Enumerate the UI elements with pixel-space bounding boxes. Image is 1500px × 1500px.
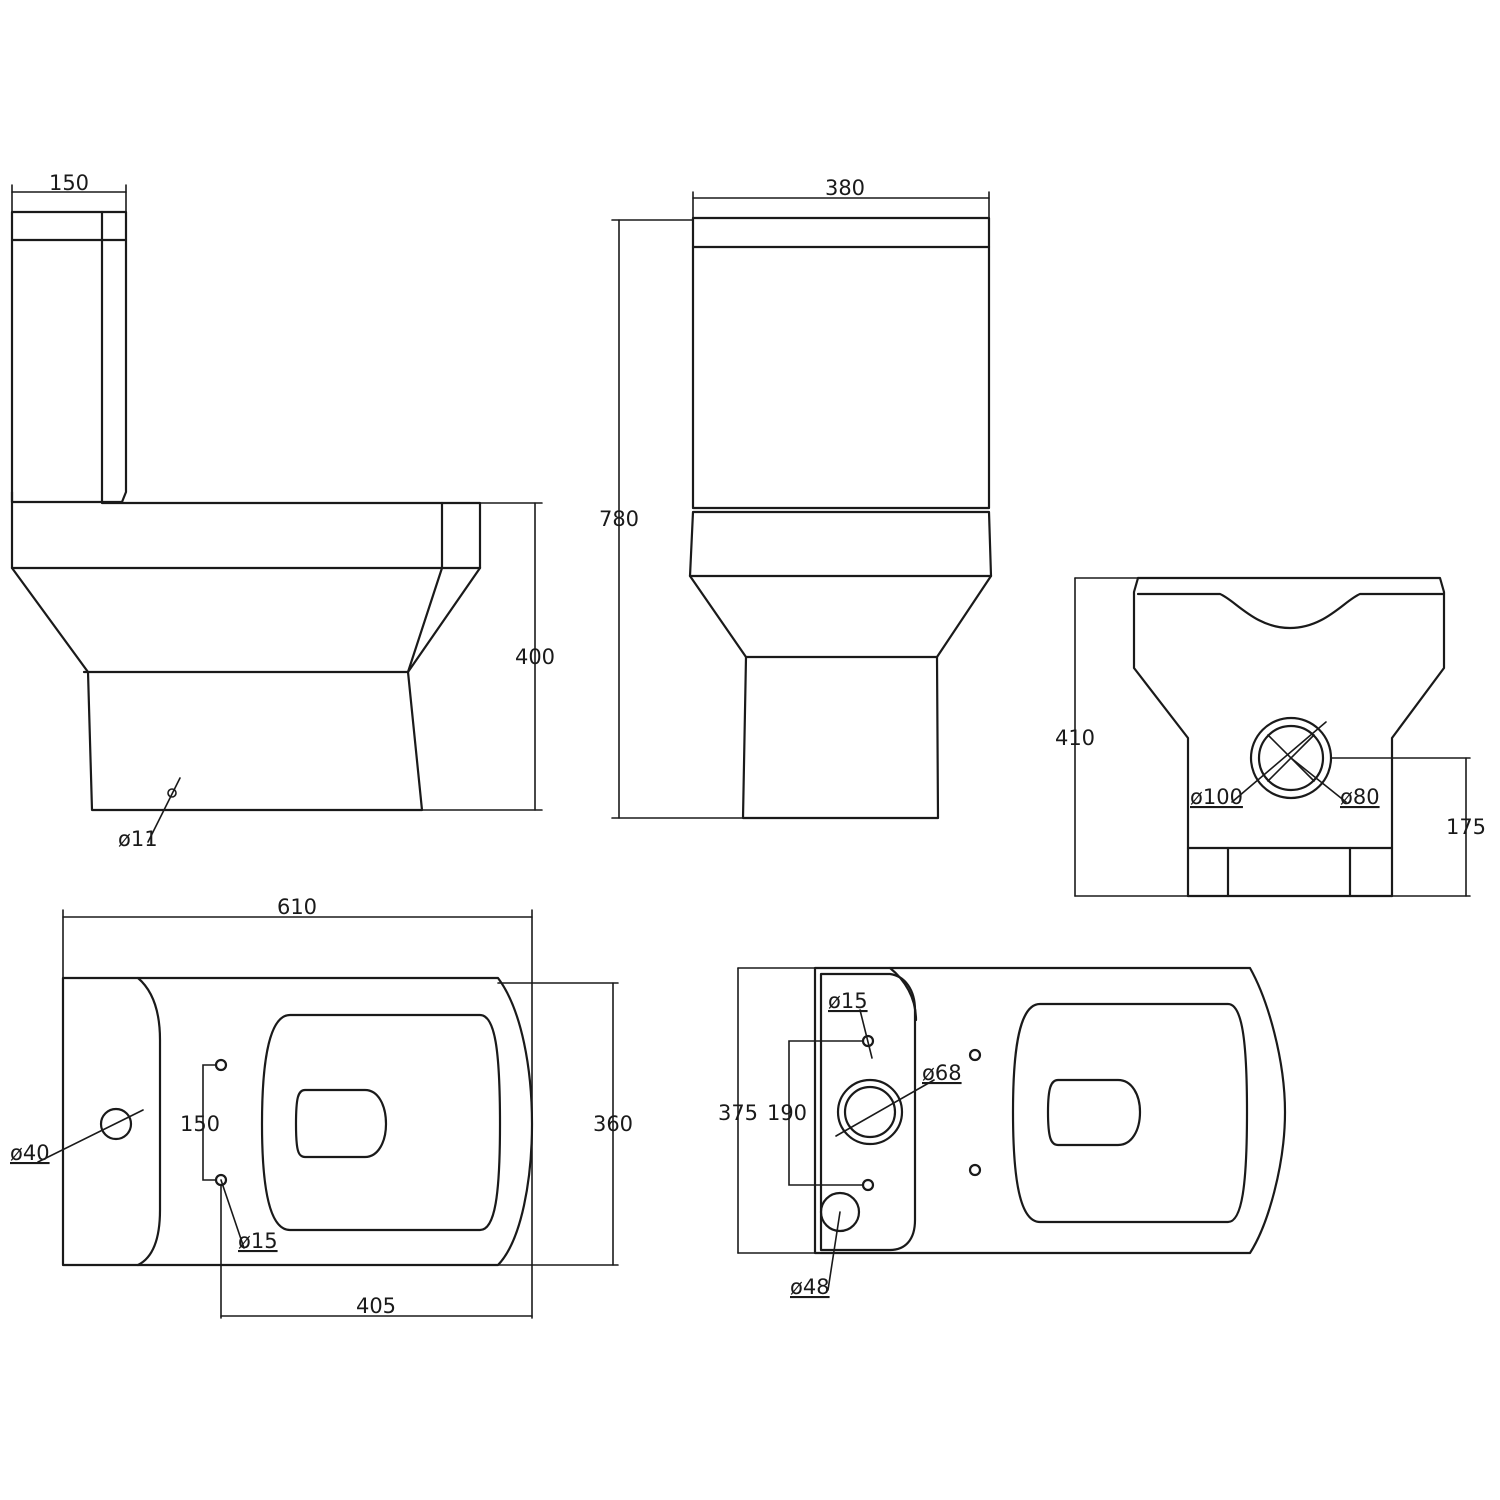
top-width-label: 360 xyxy=(593,1112,633,1136)
rear-outlet-inner-label: ø80 xyxy=(1340,785,1380,809)
top-cistern-edge xyxy=(136,976,162,1267)
front-height-label: 780 xyxy=(599,507,639,531)
cistern-overflow-hole xyxy=(819,1191,861,1233)
top-seat-outer xyxy=(260,1013,502,1232)
top-waste-leader xyxy=(37,1109,144,1163)
cistern-inlet-label: ø15 xyxy=(828,989,868,1013)
top-bowl-opening xyxy=(294,1088,388,1159)
side-hole-leader xyxy=(147,777,181,843)
side-bowl-front-line xyxy=(406,566,444,674)
rear-height-label: 410 xyxy=(1055,726,1095,750)
front-cistern-outline xyxy=(691,216,991,510)
side-width-label: 150 xyxy=(49,171,89,195)
rear-outlet-inner xyxy=(1257,724,1325,792)
side-cistern-outline xyxy=(10,210,128,504)
top-bolt-leader xyxy=(220,1179,245,1249)
rear-view: 410 175 ø100 ø80 xyxy=(1055,576,1486,898)
cistern-fix-hole-lower xyxy=(968,1163,982,1177)
side-height-label: 400 xyxy=(515,645,555,669)
top-length-label: 610 xyxy=(277,895,317,919)
cistern-overflow-label: ø48 xyxy=(790,1275,830,1299)
cistern-flush-hole-outer xyxy=(836,1078,904,1146)
rear-outlet-leader-right xyxy=(1290,757,1347,803)
rear-outlet-height-label: 175 xyxy=(1446,815,1486,839)
top-bolt-hole-label: ø15 xyxy=(238,1229,278,1253)
top-waste-hole xyxy=(99,1107,133,1141)
side-fixing-hole xyxy=(167,788,177,798)
side-bowl-outline xyxy=(10,566,482,812)
cistern-top-view: 375 190 ø15 ø68 ø48 xyxy=(718,966,1287,1299)
rear-outlet-leader-left xyxy=(1231,721,1327,803)
rear-body-outline xyxy=(1132,576,1446,898)
cistern-top-rim xyxy=(888,966,918,1022)
rear-outlet-outer-label: ø100 xyxy=(1190,785,1243,809)
top-dim-150-line xyxy=(202,1064,216,1181)
top-waste-hole-label: ø40 xyxy=(10,1141,50,1165)
cistern-inlet-hole xyxy=(861,1034,875,1048)
side-view: 150 400 ø11 xyxy=(10,171,555,851)
cistern-inlet-leader xyxy=(859,1009,873,1059)
top-bolt-spacing-label: 150 xyxy=(180,1112,220,1136)
cistern-fix-hole-upper xyxy=(968,1048,982,1062)
cistern-top-outline xyxy=(813,966,1287,1255)
top-view: 610 360 150 405 ø40 ø15 xyxy=(10,895,633,1319)
front-seat-outline xyxy=(688,510,993,578)
front-bowl-outline xyxy=(688,574,993,659)
front-view: 380 780 xyxy=(599,176,993,820)
cistern-flush-leader xyxy=(835,1079,935,1137)
cistern-hole-spacing-label: 190 xyxy=(767,1101,807,1125)
cistern-lower-hole xyxy=(861,1178,875,1192)
front-width-label: 380 xyxy=(825,176,865,200)
top-bolt-offset-label: 405 xyxy=(356,1294,396,1318)
side-hole-label: ø11 xyxy=(118,827,158,851)
top-bolt-hole-lower xyxy=(214,1173,228,1187)
cistern-width-label: 375 xyxy=(718,1101,758,1125)
cistern-overflow-leader xyxy=(827,1211,841,1291)
cistern-seat-outer xyxy=(1011,1002,1249,1224)
cistern-flush-label: ø68 xyxy=(922,1061,962,1085)
cistern-flush-hole-inner xyxy=(843,1085,897,1139)
cistern-bowl-opening xyxy=(1046,1078,1142,1147)
cistern-dim-190-line xyxy=(788,1040,863,1186)
side-seat-outline xyxy=(10,490,482,570)
top-bolt-hole-upper xyxy=(214,1058,228,1072)
top-outline xyxy=(61,976,534,1267)
rear-seat-notch xyxy=(1136,592,1446,630)
front-pedestal-outline xyxy=(741,655,940,820)
